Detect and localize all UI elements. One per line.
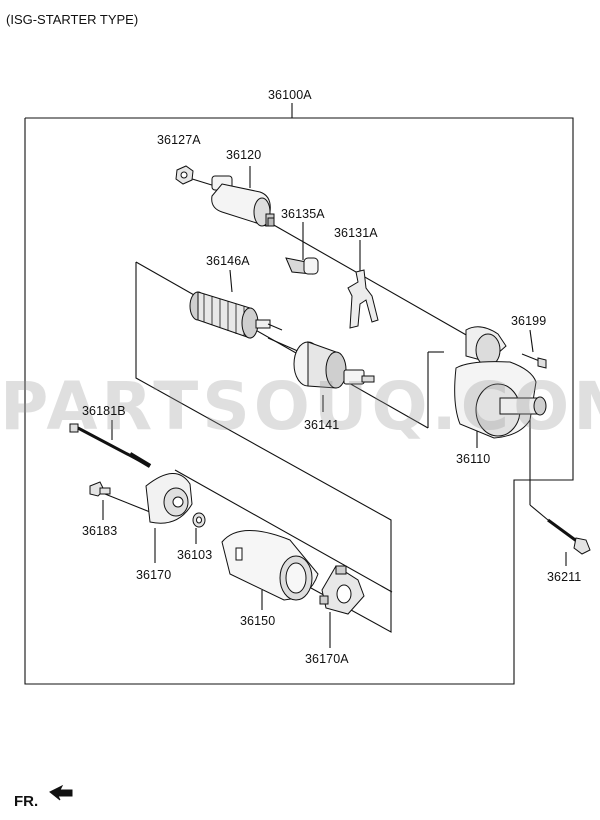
label-36170A[interactable]: 36170A (305, 652, 349, 666)
solenoid-36120 (211, 175, 275, 227)
screw-36199 (521, 353, 547, 369)
label-36199[interactable]: 36199 (511, 314, 547, 328)
end-plate-36170 (145, 473, 193, 524)
brush-holder-36170A (319, 565, 365, 615)
assembly-boundary (24, 117, 574, 685)
label-36211[interactable]: 36211 (547, 570, 582, 584)
bolt-36183 (89, 481, 111, 497)
label-36131A[interactable]: 36131A (334, 226, 378, 240)
armature-36146A (189, 291, 283, 339)
plunger-36135A (285, 257, 319, 275)
label-36120[interactable]: 36120 (226, 148, 262, 162)
bolt-36211 (547, 518, 591, 555)
label-36183[interactable]: 36183 (82, 524, 118, 538)
label-36135A[interactable]: 36135A (281, 207, 325, 221)
housing-36110 (454, 326, 547, 439)
label-36100A[interactable]: 36100A (268, 88, 312, 102)
label-36127A[interactable]: 36127A (157, 133, 201, 147)
arrow-icon (49, 784, 73, 801)
label-36110[interactable]: 36110 (456, 452, 491, 466)
label-36103[interactable]: 36103 (177, 548, 213, 562)
label-36181B[interactable]: 36181B (82, 404, 126, 418)
label-36170[interactable]: 36170 (136, 568, 172, 582)
nut-36127A (175, 165, 194, 185)
yoke-36150 (221, 530, 319, 601)
lever-36131A (347, 269, 379, 329)
clutch-36141 (293, 341, 375, 389)
washer-36103 (192, 512, 206, 528)
label-36146A[interactable]: 36146A (206, 254, 250, 268)
label-36141[interactable]: 36141 (304, 418, 340, 432)
through-bolt-36181B (69, 423, 152, 468)
front-direction-label: FR. (14, 793, 39, 810)
label-36150[interactable]: 36150 (240, 614, 276, 628)
diagram-title: (ISG-STARTER TYPE) (6, 12, 139, 27)
